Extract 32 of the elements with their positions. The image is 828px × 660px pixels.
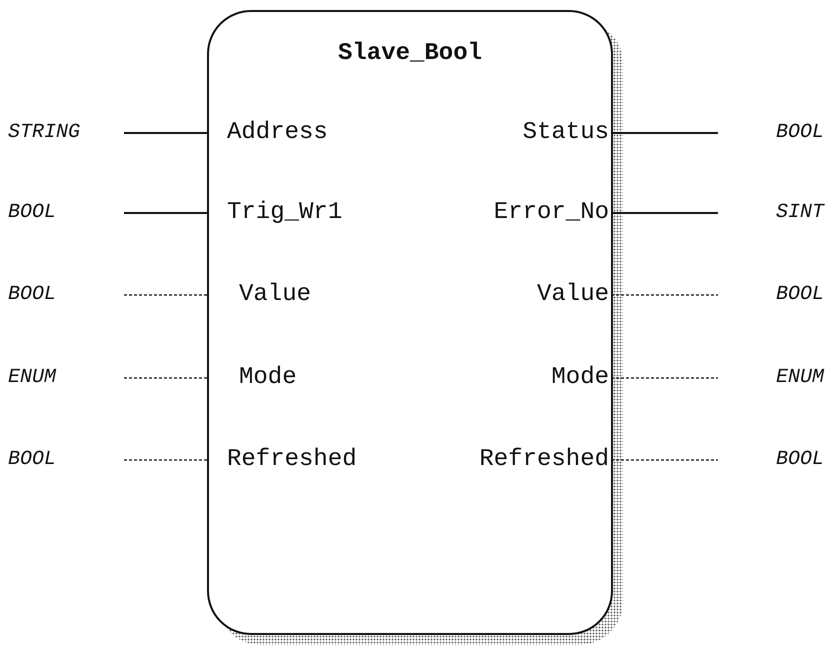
data-type-label: BOOL xyxy=(8,198,124,228)
output-pin-label: Mode xyxy=(551,360,611,396)
connector-line xyxy=(611,212,718,214)
input-pin-label: Address xyxy=(209,115,328,151)
dashed-connector xyxy=(611,294,718,296)
input-pin-label: Trig_Wr1 xyxy=(209,195,342,231)
dashed-connector xyxy=(124,294,209,296)
function-block xyxy=(207,10,613,635)
data-type-label: STRING xyxy=(8,118,124,148)
connector-line xyxy=(124,132,209,134)
dashed-connector xyxy=(124,459,209,461)
output-pin-label: Status xyxy=(522,115,611,151)
data-type-label: ENUM xyxy=(8,363,124,393)
data-type-label: BOOL xyxy=(718,118,828,148)
connector-line xyxy=(611,132,718,134)
data-type-label: BOOL xyxy=(8,280,124,310)
input-pin-label: Mode xyxy=(209,360,297,396)
dashed-connector xyxy=(611,377,718,379)
data-type-label: BOOL xyxy=(8,445,124,475)
connector-line xyxy=(124,212,209,214)
data-type-label: SINT xyxy=(718,198,828,228)
output-pin-label: Error_No xyxy=(494,195,611,231)
block-title: Slave_Bool xyxy=(336,40,484,67)
input-pin-label: Refreshed xyxy=(209,442,357,478)
data-type-label: ENUM xyxy=(718,363,828,393)
dashed-connector xyxy=(124,377,209,379)
data-type-label: BOOL xyxy=(718,445,828,475)
output-pin-label: Refreshed xyxy=(479,442,611,478)
data-type-label: BOOL xyxy=(718,280,828,310)
dashed-connector xyxy=(611,459,718,461)
input-pin-label: Value xyxy=(209,277,312,313)
output-pin-label: Value xyxy=(536,277,611,313)
